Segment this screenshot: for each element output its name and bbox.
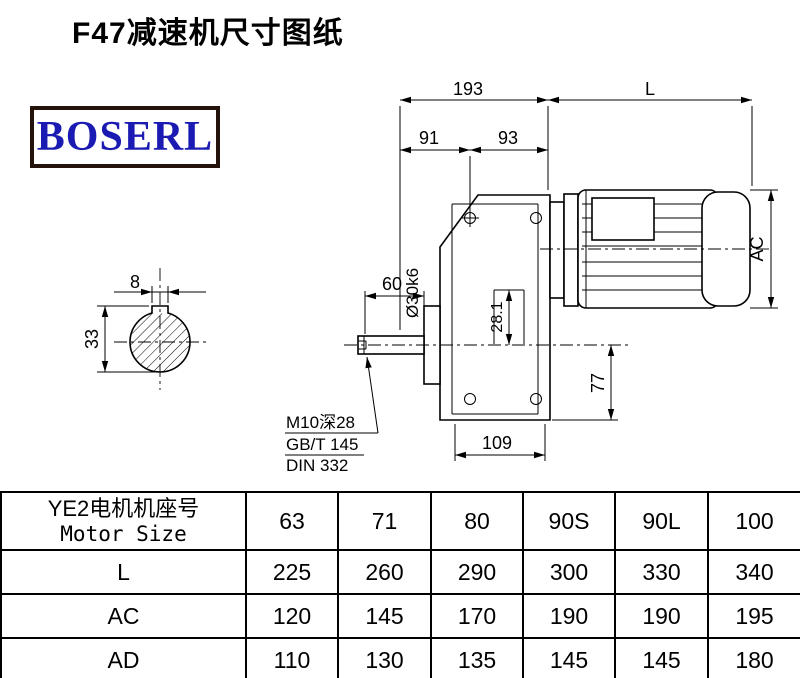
header-size-90s: 90S bbox=[522, 491, 616, 551]
centerlines bbox=[344, 248, 772, 346]
logo-text: BOSERL bbox=[36, 114, 214, 160]
cell-AC-90s: 190 bbox=[522, 593, 616, 639]
header-motor-size-cn: YE2电机机座号 bbox=[47, 496, 200, 522]
thread-notes: M10深28 GB/T 145 DIN 332 bbox=[285, 356, 379, 475]
note-gb-label: GB/T 145 bbox=[286, 435, 358, 454]
dim-93-label: 93 bbox=[498, 128, 518, 148]
note-tap-label: M10深28 bbox=[286, 413, 355, 432]
header-size-100: 100 bbox=[707, 491, 800, 551]
cell-L-90s: 300 bbox=[522, 549, 616, 595]
gearbox-housing bbox=[439, 194, 551, 421]
dim-L-label: L bbox=[645, 79, 655, 99]
cell-AC-90l: 190 bbox=[614, 593, 709, 639]
housing-details bbox=[451, 203, 539, 415]
shaft-cross-section: 8 33 bbox=[82, 268, 206, 390]
cell-L-80: 290 bbox=[430, 549, 524, 595]
bolt-hole bbox=[530, 393, 542, 405]
dim-193-label: 193 bbox=[453, 79, 483, 99]
table-row-L: L 225 260 290 300 330 340 bbox=[0, 549, 800, 595]
cell-AD-90l: 145 bbox=[614, 637, 709, 678]
dim-33-label: 33 bbox=[82, 329, 102, 349]
dimension-annotations: 193 L 91 93 60 Ø30k6 28.1 77 bbox=[364, 79, 778, 461]
header-motor-size-en: Motor Size bbox=[60, 521, 187, 546]
cell-AD-100: 180 bbox=[707, 637, 800, 678]
dim-109-label: 109 bbox=[482, 433, 512, 453]
page-title: F47减速机尺寸图纸 bbox=[72, 17, 344, 50]
cell-AC-100: 195 bbox=[707, 593, 800, 639]
shaft-diameter-label: Ø30k6 bbox=[403, 268, 422, 318]
motor-size-table: YE2电机机座号 Motor Size 63 71 80 90S 90L 100… bbox=[0, 491, 800, 678]
cell-L-71: 260 bbox=[337, 549, 432, 595]
gearbox-side-view bbox=[357, 194, 551, 421]
cell-AD-90s: 145 bbox=[522, 637, 616, 678]
row-label-AD: AD bbox=[0, 637, 247, 678]
flange-bolt-holes bbox=[461, 209, 542, 405]
technical-drawing: 8 33 bbox=[82, 79, 778, 475]
table-header-row: YE2电机机座号 Motor Size 63 71 80 90S 90L 100 bbox=[0, 491, 800, 551]
dim-8: 8 bbox=[114, 272, 206, 303]
boserl-logo: BOSERL bbox=[30, 106, 220, 168]
header-motor-size: YE2电机机座号 Motor Size bbox=[0, 491, 247, 551]
note-leader-line bbox=[365, 356, 379, 434]
cell-L-63: 225 bbox=[245, 549, 339, 595]
motor-adapter-1 bbox=[549, 201, 565, 299]
row-label-L: L bbox=[0, 549, 247, 595]
table-row-AD: AD 110 130 135 145 145 180 bbox=[0, 637, 800, 678]
cell-AD-71: 130 bbox=[337, 637, 432, 678]
dim-91-label: 91 bbox=[419, 128, 439, 148]
cell-L-100: 340 bbox=[707, 549, 800, 595]
cell-L-90l: 330 bbox=[614, 549, 709, 595]
bolt-hole bbox=[464, 393, 476, 405]
cell-AD-80: 135 bbox=[430, 637, 524, 678]
dim-77-label: 77 bbox=[588, 373, 608, 393]
header-size-71: 71 bbox=[337, 491, 432, 551]
dim-AC-label: AC bbox=[747, 236, 767, 261]
output-shaft bbox=[357, 335, 425, 355]
header-size-90l: 90L bbox=[614, 491, 709, 551]
dim-28-label: 28.1 bbox=[489, 301, 506, 332]
cell-AC-71: 145 bbox=[337, 593, 432, 639]
motor-adapter-2 bbox=[563, 193, 579, 307]
header-size-80: 80 bbox=[430, 491, 524, 551]
note-din-label: DIN 332 bbox=[286, 456, 348, 475]
row-label-AC: AC bbox=[0, 593, 247, 639]
header-size-63: 63 bbox=[245, 491, 339, 551]
dim-33: 33 bbox=[82, 305, 156, 373]
cell-AC-80: 170 bbox=[430, 593, 524, 639]
bolt-hole bbox=[530, 212, 542, 224]
motor-terminal-box bbox=[591, 197, 655, 241]
dim-8-label: 8 bbox=[130, 272, 140, 292]
cell-AC-63: 120 bbox=[245, 593, 339, 639]
cell-AD-63: 110 bbox=[245, 637, 339, 678]
table-row-AC: AC 120 145 170 190 190 195 bbox=[0, 593, 800, 639]
dim-60-label: 60 bbox=[382, 274, 402, 294]
